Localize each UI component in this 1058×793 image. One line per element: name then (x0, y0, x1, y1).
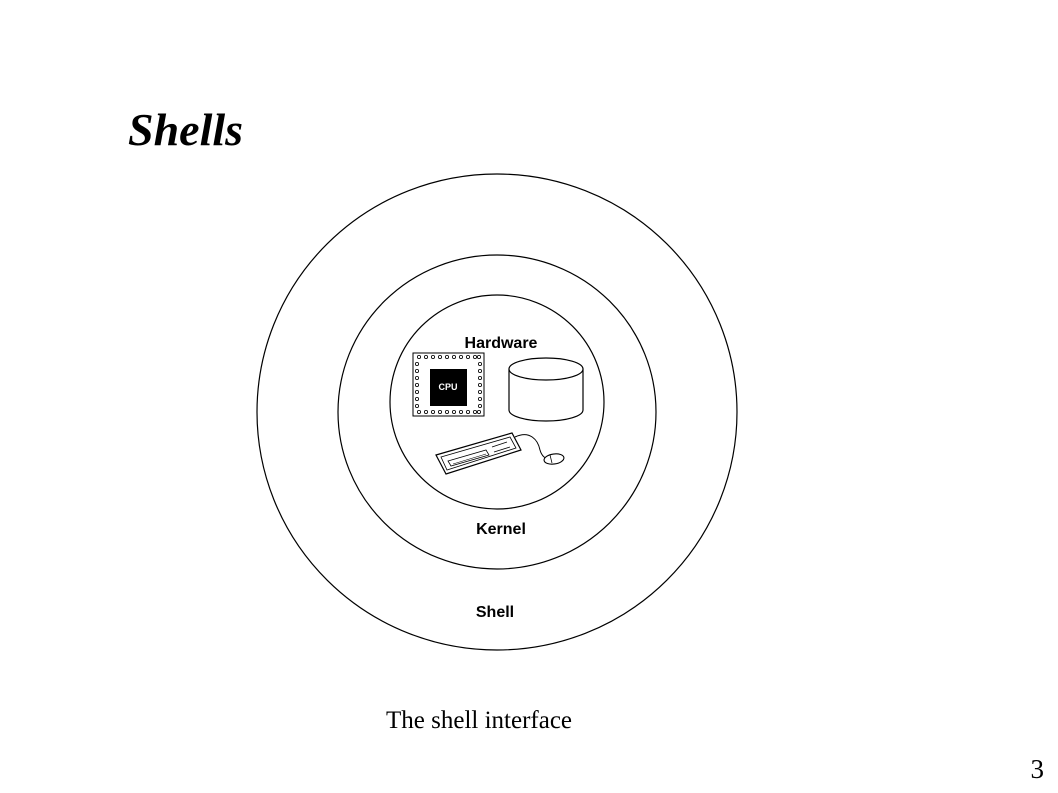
cpu-label: CPU (438, 382, 457, 392)
hardware-label: Hardware (465, 335, 538, 352)
cpu-chip-icon: CPU (412, 352, 485, 417)
shell-ring (256, 173, 738, 651)
shell-label: Shell (476, 604, 514, 621)
kernel-label: Kernel (476, 521, 526, 538)
page-number: 3 (1030, 754, 1045, 784)
figure-caption: The shell interface (386, 707, 573, 734)
mouse-icon (543, 453, 565, 465)
keyboard-icon (435, 432, 551, 475)
slide-title: Shells (128, 104, 244, 155)
hardware-ring (389, 294, 605, 510)
shell-layers-diagram: Hardware Kernel Shell (250, 165, 750, 660)
disk-icon (508, 357, 584, 422)
kernel-ring (337, 254, 657, 570)
